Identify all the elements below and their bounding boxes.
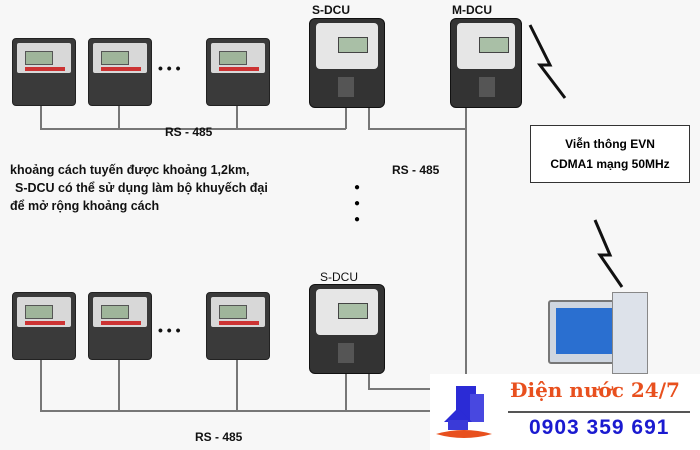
- m-dcu-device: [450, 18, 522, 108]
- wireless-signal-icon: [593, 219, 624, 288]
- drop-line: [368, 388, 466, 390]
- drop-line: [40, 360, 42, 410]
- bus-top: [40, 128, 346, 130]
- telecom-box: Viễn thông EVN CDMA1 mạng 50MHz: [530, 125, 690, 183]
- wireless-signal-icon: [528, 24, 567, 99]
- sdcu-bottom-label: S-DCU: [320, 270, 358, 284]
- drop-line: [40, 104, 42, 129]
- drop-line: [118, 360, 120, 410]
- electric-meter: [206, 38, 270, 106]
- drop-line: [118, 104, 120, 129]
- sdcu-top-label: S-DCU: [312, 3, 350, 17]
- drop-line: [345, 362, 347, 410]
- note-line: khoảng cách tuyến được khoảng 1,2km,: [10, 163, 250, 177]
- distance-note: khoảng cách tuyến được khoảng 1,2km, S-D…: [10, 161, 268, 215]
- phone-number: 0903 359 691: [529, 416, 670, 439]
- rs485-top-label: RS - 485: [165, 125, 213, 139]
- link-sdcu-mdcu: [368, 105, 370, 129]
- building-logo-icon: [436, 386, 492, 438]
- telecom-line: Viễn thông EVN: [565, 137, 655, 151]
- link-sdcu-mdcu: [368, 128, 466, 130]
- drop-line: [236, 360, 238, 410]
- bus-bottom: [40, 410, 466, 412]
- divider: [508, 411, 690, 413]
- ellipsis: • • •: [158, 60, 181, 76]
- brand-name: Điện nước 24/7: [510, 378, 680, 402]
- note-line: để mở rộng khoảng cách: [10, 199, 160, 213]
- mdcu-label: M-DCU: [452, 3, 492, 17]
- watermark: Điện nước 24/7 0903 359 691: [430, 374, 700, 450]
- electric-meter: [12, 38, 76, 106]
- computer-icon: [548, 300, 622, 364]
- s-dcu-device: [309, 284, 385, 374]
- electric-meter: [88, 292, 152, 360]
- rs485-mid-label: RS - 485: [392, 163, 440, 177]
- computer-tower: [612, 292, 648, 374]
- drop-line: [345, 105, 347, 129]
- vertical-dots: ●●●: [354, 182, 361, 225]
- note-line: S-DCU có thể sử dụng làm bộ khuyếch đại: [15, 181, 268, 195]
- drop-line: [236, 104, 238, 129]
- rs485-bottom-label: RS - 485: [195, 430, 243, 444]
- drop-line: [368, 362, 370, 388]
- ellipsis: • • •: [158, 322, 181, 338]
- electric-meter: [206, 292, 270, 360]
- trunk-line: [465, 105, 467, 411]
- electric-meter: [12, 292, 76, 360]
- telecom-line: CDMA1 mạng 50MHz: [550, 157, 670, 171]
- electric-meter: [88, 38, 152, 106]
- s-dcu-device: [309, 18, 385, 108]
